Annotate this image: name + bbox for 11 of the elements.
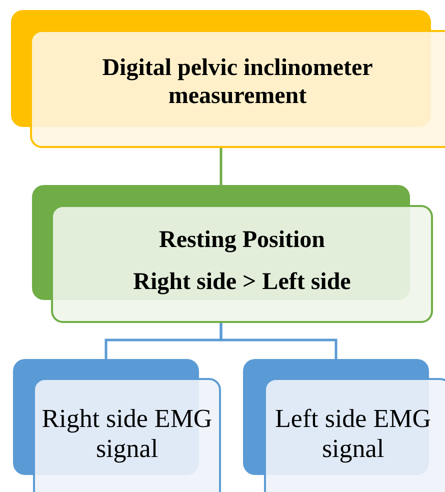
box-text: Right side > Left side — [133, 268, 351, 297]
box-text: Right side EMG signal — [40, 404, 214, 464]
box-text: Resting Position — [158, 226, 325, 255]
process-box — [264, 378, 445, 492]
connector-line — [220, 148, 222, 185]
process-box — [30, 30, 445, 148]
box-text: Digital pelvic inclinometer measurement — [101, 54, 374, 110]
process-box — [51, 205, 433, 323]
box-text: Left side EMG signal — [274, 404, 432, 464]
connector-line — [220, 323, 338, 359]
process-box — [33, 378, 221, 492]
